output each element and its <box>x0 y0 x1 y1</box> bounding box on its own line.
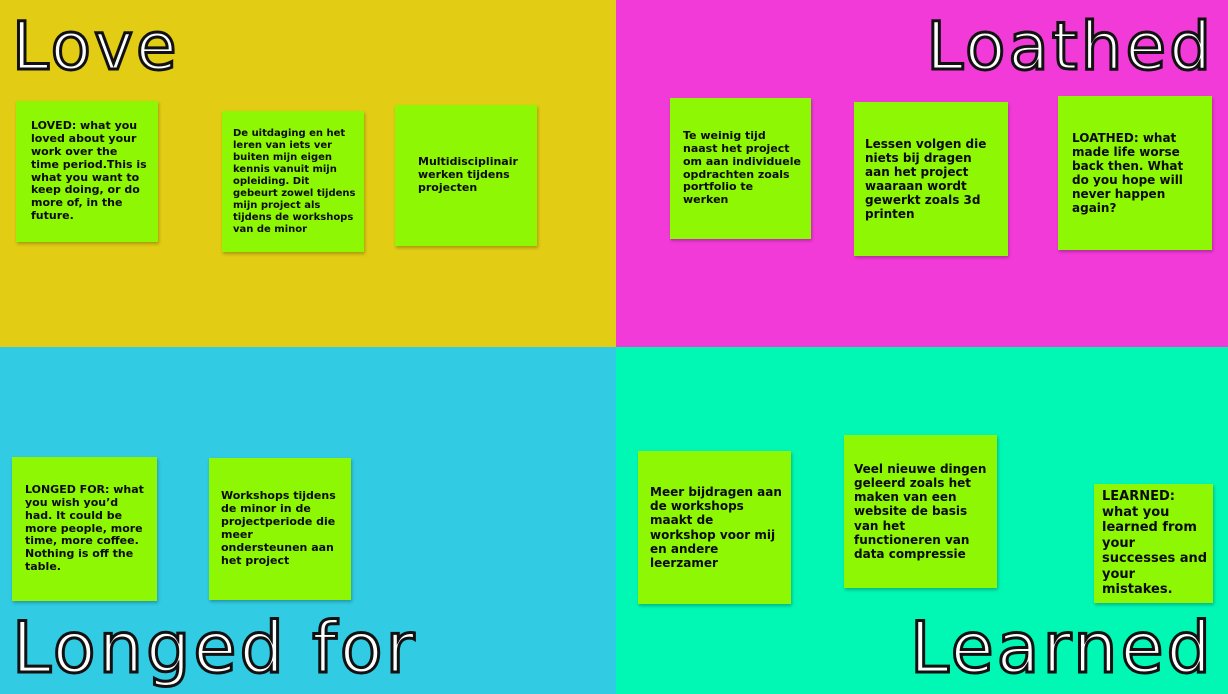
sticky-note[interactable]: LONGED FOR: what you wish you’d had. It … <box>12 457 157 601</box>
quadrant-title-learned: Learned <box>908 607 1214 689</box>
sticky-note-text: Multidisciplinair werken tijdens project… <box>418 155 518 194</box>
sticky-note[interactable]: Veel nieuwe dingen geleerd zoals het mak… <box>844 435 997 588</box>
sticky-note-text: LOATHED: what made life worse back then.… <box>1072 130 1184 216</box>
sticky-note-text: LONGED FOR: what you wish you’d had. It … <box>25 482 144 574</box>
sticky-note[interactable]: LEARNED: what you learned from your succ… <box>1094 484 1213 603</box>
sticky-note[interactable]: Workshops tijdens de minor in de project… <box>209 458 351 600</box>
sticky-note[interactable]: LOATHED: what made life worse back then.… <box>1058 96 1212 250</box>
sticky-note-text: De uitdaging en het leren van iets ver b… <box>233 127 356 235</box>
quadrant-loathed: Loathed Te weinig tijd naast het project… <box>616 0 1228 347</box>
sticky-note[interactable]: De uitdaging en het leren van iets ver b… <box>222 111 364 252</box>
sticky-note-text: Te weinig tijd naast het project om aan … <box>683 128 801 207</box>
sticky-note[interactable]: LOVED: what you loved about your work ov… <box>16 101 158 242</box>
sticky-note[interactable]: Meer bijdragen aan de workshops maakt de… <box>638 451 791 604</box>
sticky-note-text: LEARNED: what you learned from your succ… <box>1102 488 1208 598</box>
sticky-note[interactable]: Multidisciplinair werken tijdens project… <box>395 105 537 246</box>
quadrant-love: Love LOVED: what you loved about your wo… <box>0 0 616 347</box>
sticky-note-text: Veel nieuwe dingen geleerd zoals het mak… <box>854 462 987 561</box>
quadrant-title-loathed: Loathed <box>925 8 1214 85</box>
sticky-note[interactable]: Lessen volgen die niets bij dragen aan h… <box>854 102 1008 256</box>
sticky-note-text: Lessen volgen die niets bij dragen aan h… <box>865 136 987 222</box>
quadrant-title-longed-for: Longed for <box>10 607 418 689</box>
quadrant-learned: Learned Meer bijdragen aan de workshops … <box>616 347 1228 694</box>
quadrant-title-love: Love <box>11 8 180 85</box>
sticky-note-text: Meer bijdragen aan de workshops maakt de… <box>650 485 782 570</box>
sticky-note-text: Workshops tijdens de minor in de project… <box>221 489 336 567</box>
sticky-note-text: LOVED: what you loved about your work ov… <box>31 119 147 223</box>
quadrant-longed-for: Longed for LONGED FOR: what you wish you… <box>0 347 616 694</box>
sticky-note[interactable]: Te weinig tijd naast het project om aan … <box>670 98 811 239</box>
